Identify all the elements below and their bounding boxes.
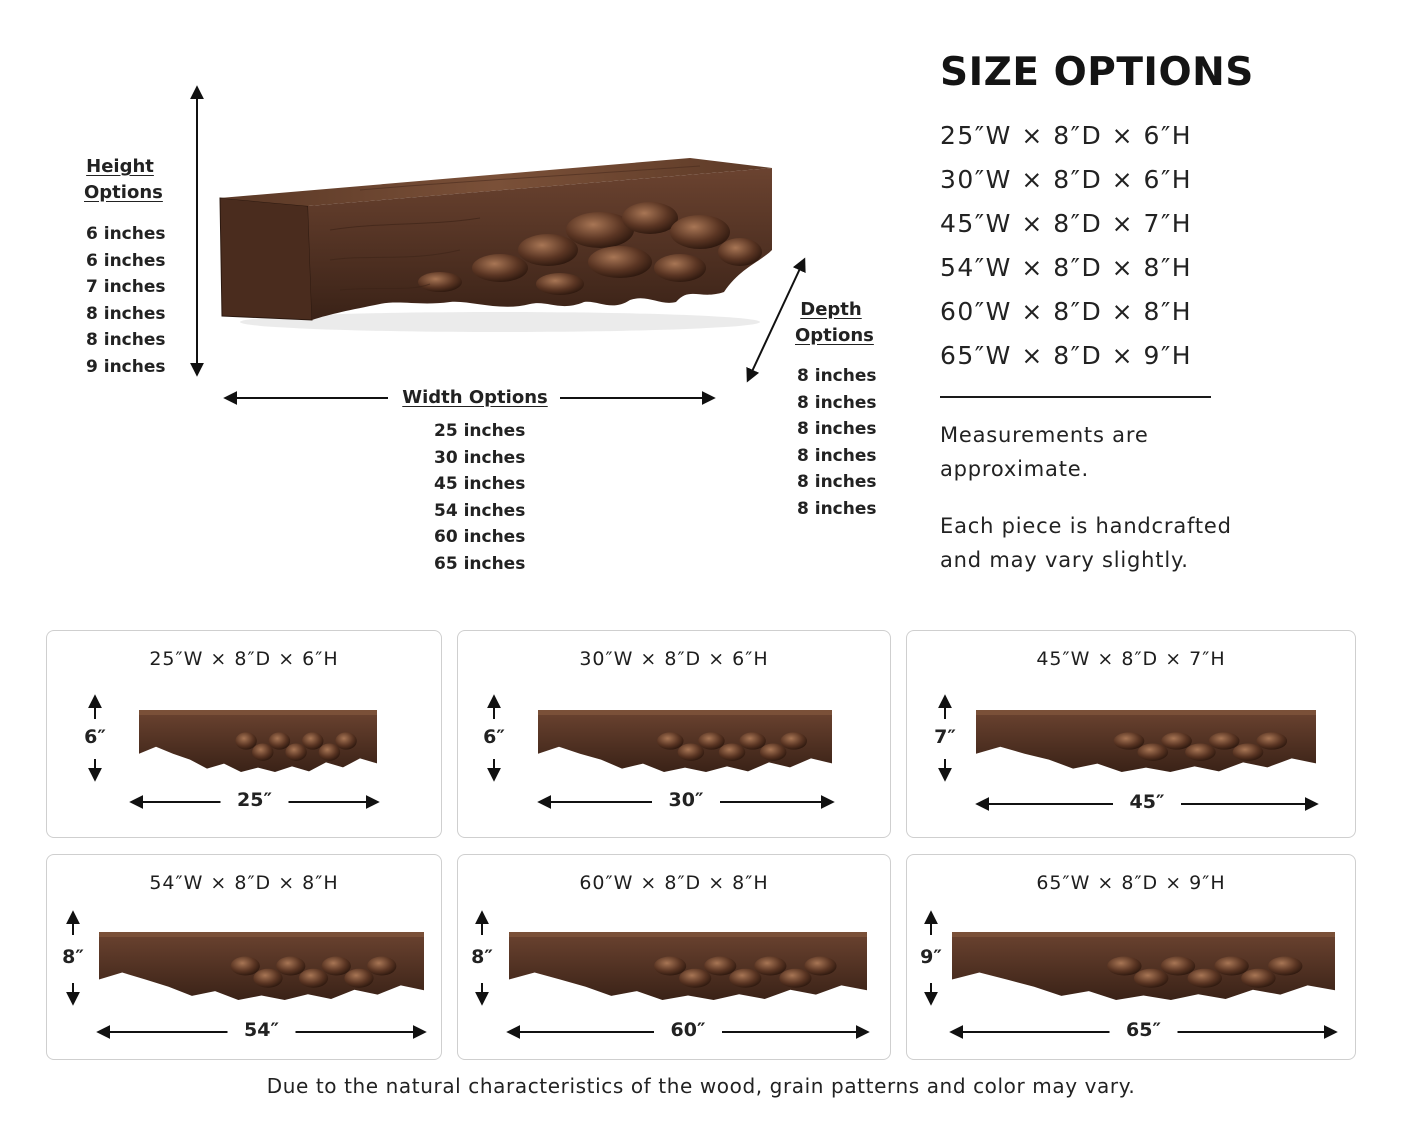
size-card-height: 8″: [471, 946, 493, 968]
width-option: 54 inches: [434, 500, 526, 521]
footer-note: Due to the natural characteristics of th…: [266, 1074, 1136, 1098]
height-options: Height Options: [84, 154, 163, 206]
size-card: 54″W × 8″D × 8″H 8″ 54″: [46, 854, 442, 1060]
shelf-image: [99, 932, 424, 1000]
size-card-diagram: [88, 694, 380, 809]
divider: [940, 396, 1211, 398]
size-card-diagram: [487, 694, 835, 809]
depth-option: 8 inches: [797, 419, 877, 439]
size-card: 30″W × 8″D × 6″H 6″ 30″: [457, 630, 891, 838]
size-card-diagram: [938, 694, 1319, 811]
depth-options-label-2: Options: [795, 325, 874, 346]
height-options-label-1: Height: [86, 156, 154, 177]
height-option: 6 inches: [86, 250, 166, 271]
measurement-note: Measurements are approximate.: [940, 418, 1149, 486]
size-card: 65″W × 8″D × 9″H 9″ 65″: [906, 854, 1356, 1060]
handcrafted-note: Each piece is handcrafted and may vary s…: [940, 509, 1232, 577]
size-card-height: 6″: [84, 726, 106, 748]
depth-options-label-1: Depth: [800, 299, 862, 320]
size-option: 54″W × 8″D × 8″H: [940, 253, 1193, 282]
height-options-list: 6 inches 6 inches 7 inches 8 inches 8 in…: [86, 221, 166, 380]
depth-option: 8 inches: [797, 366, 877, 386]
size-option: 45″W × 8″D × 7″H: [940, 209, 1193, 238]
handcrafted-note-line: and may vary slightly.: [940, 548, 1189, 572]
size-card-width: 65″: [1126, 1019, 1161, 1041]
handcrafted-note-line: Each piece is handcrafted: [940, 514, 1232, 538]
height-option: 9 inches: [86, 356, 166, 377]
size-card-title: 30″W × 8″D × 6″H: [579, 648, 769, 670]
size-option: 65″W × 8″D × 9″H: [940, 341, 1193, 370]
measurement-note-line: Measurements are: [940, 423, 1149, 447]
hero-shelf-diagram: [190, 85, 806, 405]
height-option: 7 inches: [86, 277, 166, 297]
size-option: 60″W × 8″D × 8″H: [940, 297, 1193, 326]
size-card-width: 45″: [1129, 791, 1165, 813]
depth-options-list: 8 inches 8 inches 8 inches 8 inches 8 in…: [797, 363, 877, 522]
size-card-height: 6″: [483, 726, 505, 748]
measurement-note-line: approximate.: [940, 457, 1089, 481]
depth-option: 8 inches: [797, 445, 877, 466]
depth-options: Depth Options: [795, 297, 874, 349]
shelf-image: [976, 710, 1316, 772]
size-options-list: 25″W × 8″D × 6″H 30″W × 8″D × 6″H 45″W ×…: [940, 114, 1192, 378]
size-option: 25″W × 8″D × 6″H: [940, 121, 1193, 150]
height-options-label-2: Options: [84, 182, 163, 203]
hero-shelf-image: [219, 158, 772, 332]
width-option: 30 inches: [434, 447, 526, 468]
size-card-width: 54″: [244, 1019, 279, 1041]
shelf-image: [952, 932, 1335, 1000]
height-option: 8 inches: [86, 303, 166, 324]
size-card: 45″W × 8″D × 7″H 7″ 45″: [906, 630, 1356, 838]
depth-option: 8 inches: [797, 392, 877, 413]
height-option: 6 inches: [86, 224, 166, 244]
size-card-width: 60″: [670, 1019, 706, 1041]
width-option: 65 inches: [434, 553, 526, 574]
size-card: 60″W × 8″D × 8″H 8″ 60″: [457, 854, 891, 1060]
width-option: 25 inches: [434, 421, 526, 441]
width-options-list: 25 inches 30 inches 45 inches 54 inches …: [434, 418, 525, 577]
size-option: 30″W × 8″D × 6″H: [940, 165, 1193, 194]
size-card-title: 60″W × 8″D × 8″H: [579, 872, 769, 894]
width-options-label: Width Options: [402, 387, 548, 408]
size-card-diagram: [475, 910, 870, 1039]
size-card-height: 8″: [62, 946, 84, 968]
size-card-title: 25″W × 8″D × 6″H: [149, 648, 339, 670]
size-card-width: 30″: [668, 789, 704, 811]
size-card: 25″W × 8″D × 6″H 6″ 25″: [46, 630, 442, 838]
size-card-height: 7″: [934, 726, 956, 748]
size-card-diagram: [924, 910, 1338, 1039]
shelf-image: [139, 710, 377, 772]
shelf-image: [538, 710, 832, 772]
depth-arrow: [746, 257, 806, 383]
size-card-title: 54″W × 8″D × 8″H: [149, 872, 339, 894]
height-option: 8 inches: [86, 330, 166, 350]
size-card-width: 25″: [237, 789, 272, 811]
depth-option: 8 inches: [797, 472, 877, 492]
width-option: 60 inches: [434, 527, 526, 547]
shelf-image: [509, 932, 867, 1000]
size-options-title: SIZE OPTIONS: [940, 50, 1254, 95]
width-option: 45 inches: [434, 474, 526, 494]
size-card-title: 45″W × 8″D × 7″H: [1036, 648, 1226, 670]
size-card-title: 65″W × 8″D × 9″H: [1036, 872, 1226, 894]
depth-option: 8 inches: [797, 498, 877, 519]
size-card-height: 9″: [920, 946, 942, 968]
size-card-diagram: [66, 910, 427, 1039]
